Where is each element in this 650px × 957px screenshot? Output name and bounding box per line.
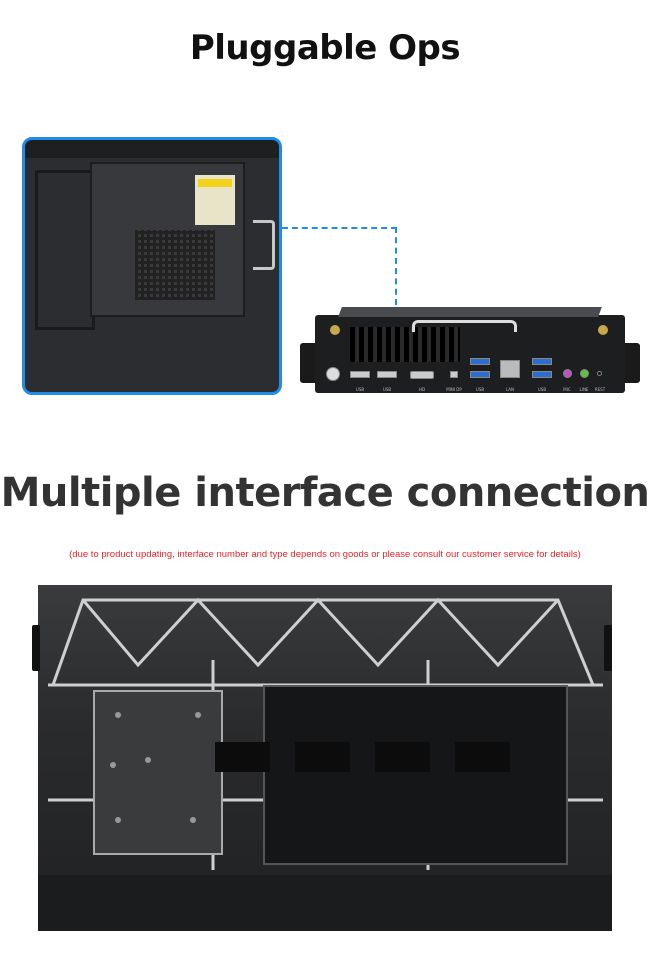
port-label: REST xyxy=(594,387,606,392)
port-label: USB xyxy=(382,387,392,392)
section-title-pluggable-ops: Pluggable Ops xyxy=(189,28,461,68)
ops-module-photo: USB USB HD MINI DP USB LAN USB MIC LINE … xyxy=(300,305,640,395)
port-label: USB xyxy=(355,387,365,392)
port-label: HD xyxy=(418,387,426,392)
port-label: LAN xyxy=(505,387,515,392)
section-title-interfaces: Multiple interface connection xyxy=(0,470,650,516)
antenna-icon xyxy=(330,325,340,335)
warning-label-sticker xyxy=(195,175,235,225)
port-label: USB xyxy=(537,387,547,392)
connector-line xyxy=(282,227,397,229)
port-label: LINE xyxy=(579,387,589,392)
port-label: USB xyxy=(475,387,485,392)
display-back-photo xyxy=(32,585,612,931)
disclaimer-note: (due to product updating, interface numb… xyxy=(69,549,581,560)
power-button xyxy=(326,367,340,381)
antenna-icon xyxy=(598,325,608,335)
connector-line xyxy=(395,227,397,305)
port-label: MINI DP xyxy=(446,387,462,392)
port-label: MIC xyxy=(563,387,571,392)
ops-slot-photo xyxy=(22,137,282,395)
